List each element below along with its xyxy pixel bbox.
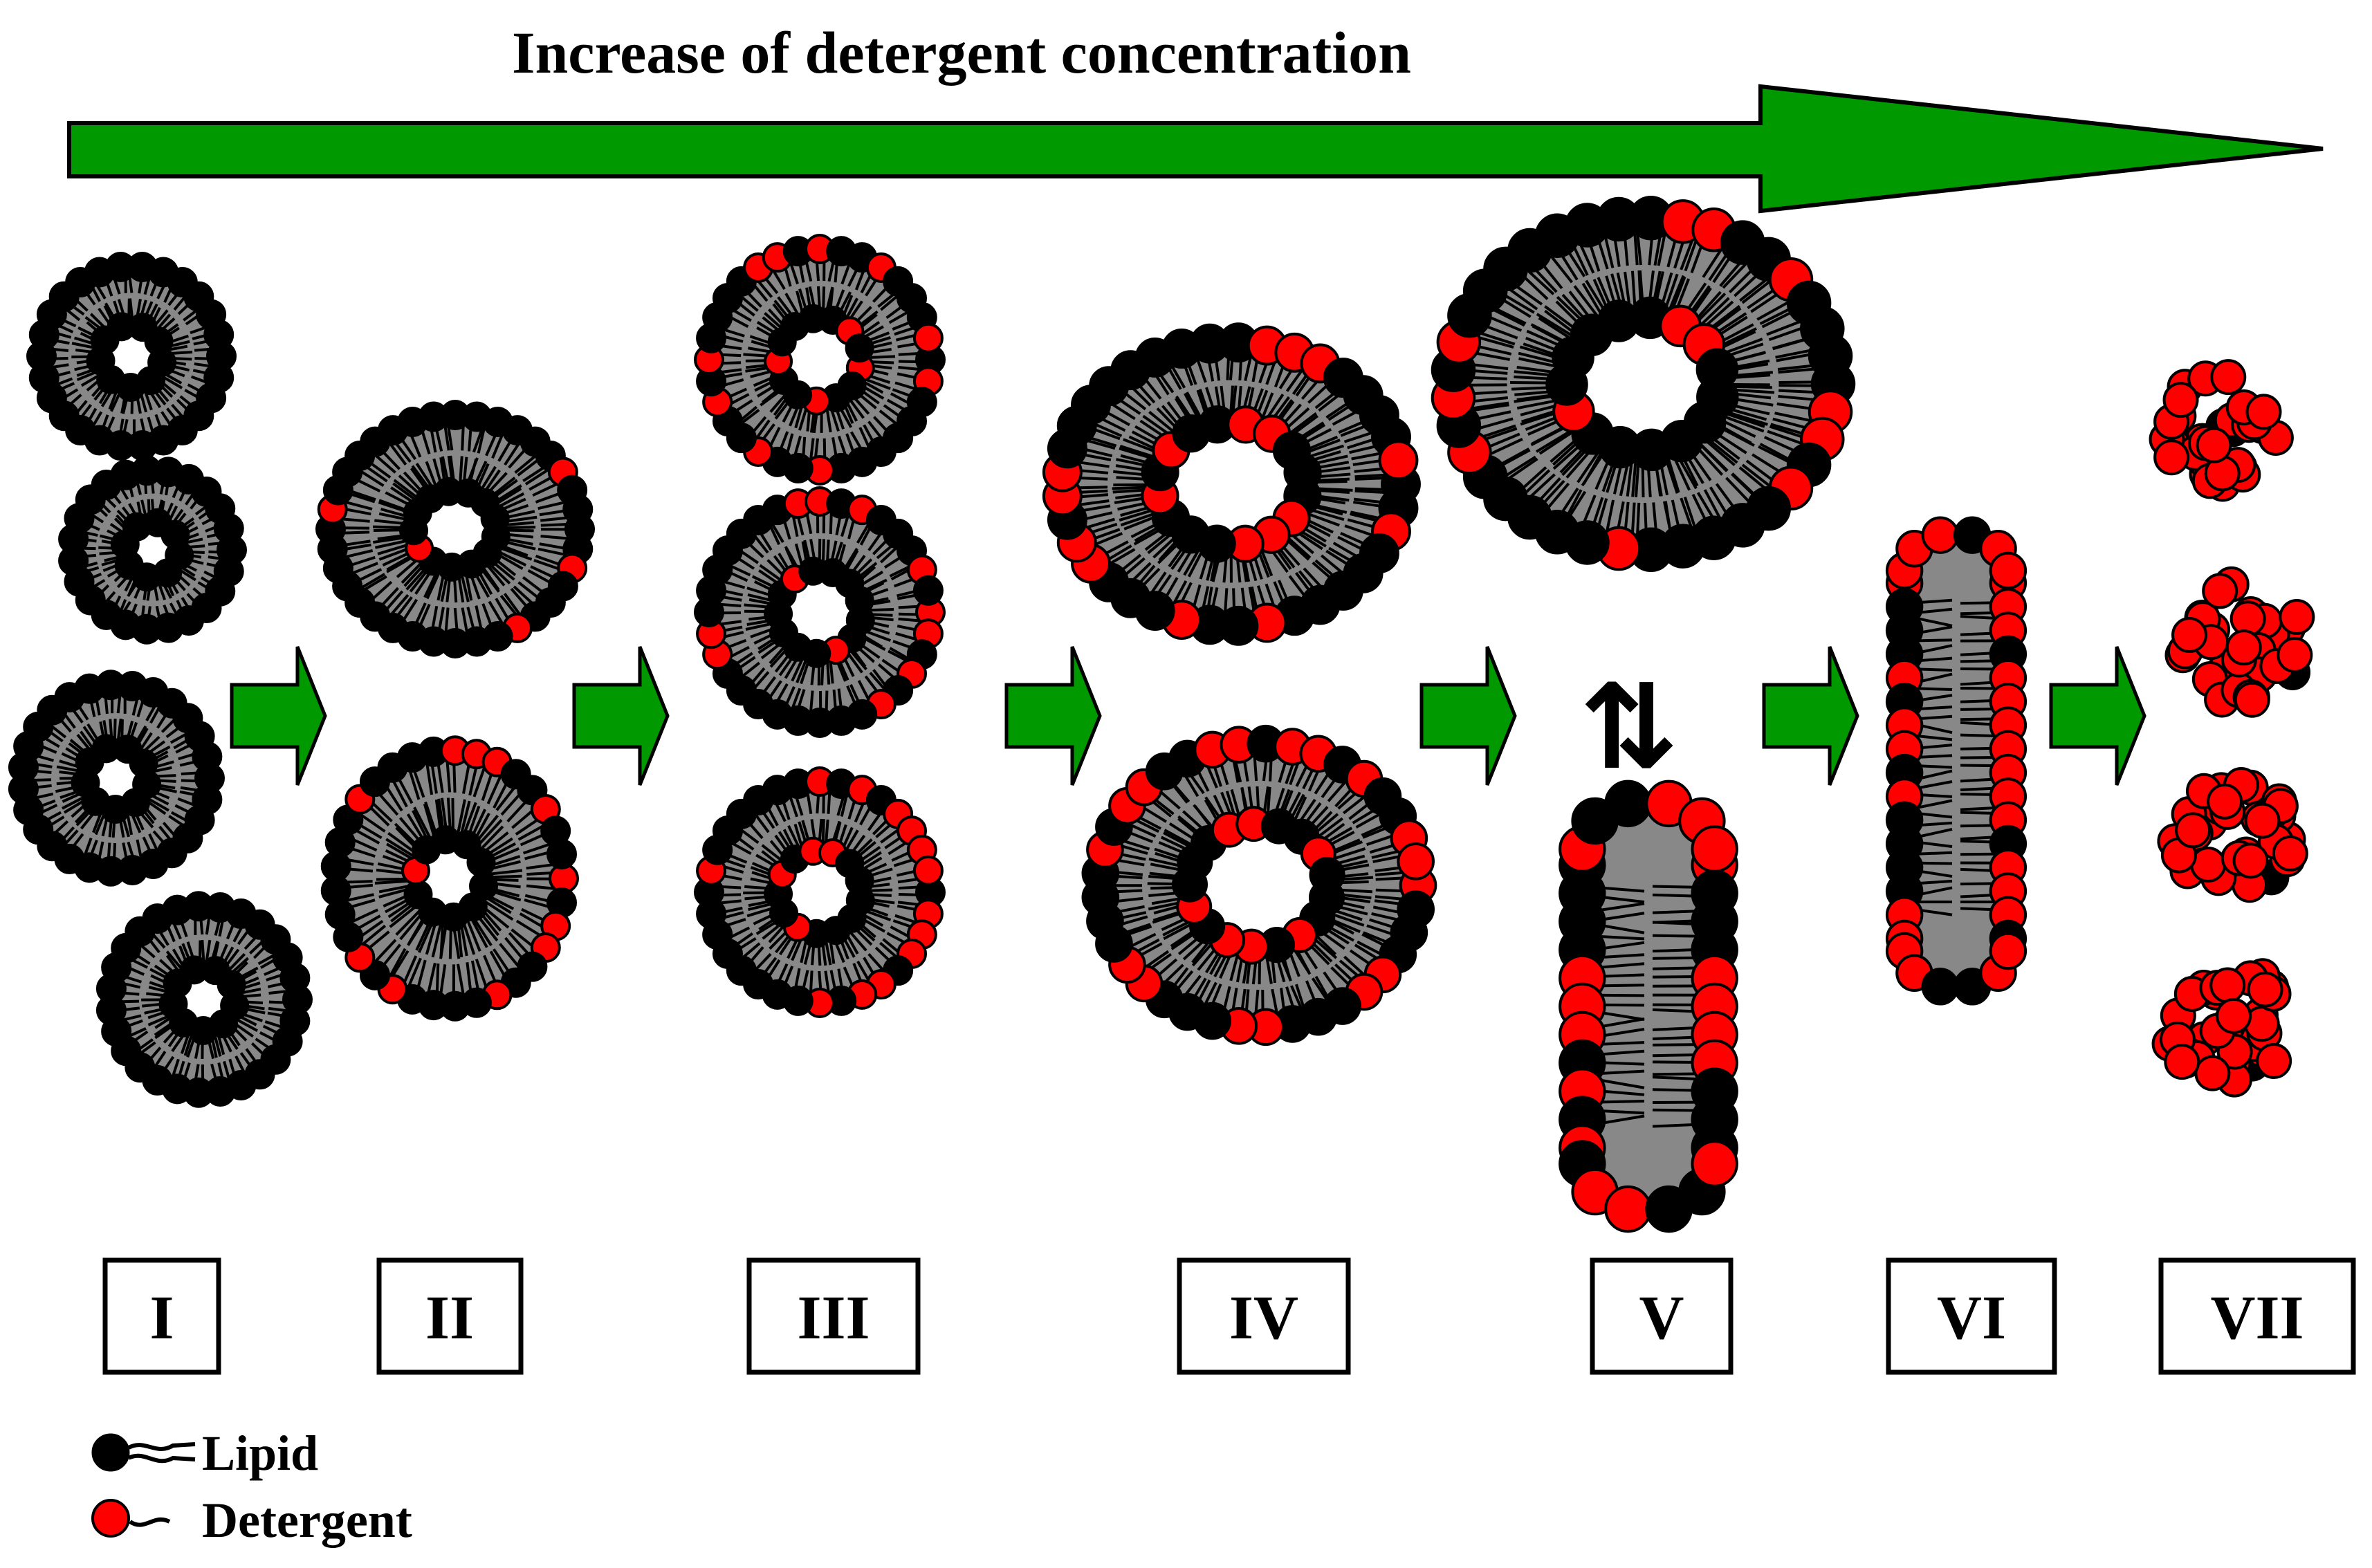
lipid-tail-icon	[127, 1442, 196, 1464]
stage-3-vesicle-3	[694, 766, 946, 1018]
step-arrow-3	[1004, 646, 1102, 786]
stage-7-micelle-4	[2151, 958, 2292, 1098]
step-arrows-layer	[230, 646, 2146, 786]
stage-label-text: IV	[1229, 1284, 1298, 1352]
stage-4-vesicle-2	[1081, 724, 1437, 1046]
stage-label-text: III	[797, 1284, 870, 1352]
stage-5-rod-micelle	[1559, 780, 1738, 1233]
stage-label-text: VI	[1937, 1284, 2006, 1352]
stage-1-vesicle-3	[8, 670, 225, 887]
equilibrium-symbol: ⇅	[1580, 659, 1678, 796]
legend-lipid-item: Lipid	[91, 1426, 318, 1481]
stage-label-6: VI	[1886, 1257, 2057, 1375]
stage-label-5: V	[1590, 1257, 1734, 1375]
detergent-head-icon	[91, 1499, 130, 1538]
detergent-tail-icon	[129, 1517, 171, 1527]
stage-labels-layer: I II III IV V VI VII	[102, 1257, 2356, 1375]
lipid-head-icon	[91, 1433, 130, 1472]
stage-3-vesicle-2	[694, 486, 946, 738]
legend-detergent-label: Detergent	[202, 1493, 412, 1548]
step-arrow-4	[1419, 646, 1517, 786]
stage-1-vesicle-2	[58, 455, 247, 645]
stage-7-micelle-1	[2149, 359, 2294, 502]
stage-7-micelle-2	[2164, 566, 2315, 718]
stage-label-text: I	[149, 1284, 174, 1352]
stage-5-vesicle	[1431, 195, 1856, 573]
legend: Lipid Detergent	[91, 1426, 412, 1548]
stage-label-4: IV	[1177, 1257, 1351, 1375]
structures-layer	[8, 195, 2315, 1233]
step-arrow-5	[1762, 646, 1859, 786]
stage-label-text: V	[1639, 1284, 1684, 1352]
step-arrow-1	[230, 646, 327, 786]
concentration-arrow	[67, 84, 2324, 214]
stage-4-vesicle-1	[1042, 322, 1421, 646]
stage-label-text: VII	[2210, 1284, 2304, 1352]
stage-3-vesicle-1	[694, 234, 946, 486]
legend-detergent-item: Detergent	[91, 1493, 412, 1548]
step-arrow-2	[572, 646, 670, 786]
stage-1-vesicle-1	[26, 251, 237, 461]
legend-lipid-label: Lipid	[202, 1426, 318, 1481]
stage-label-3: III	[746, 1257, 921, 1375]
stage-7-micelle-3	[2157, 767, 2308, 903]
stage-label-7: VII	[2158, 1257, 2356, 1375]
stage-6-rod-micelle	[1885, 516, 2028, 1006]
stage-label-2: II	[376, 1257, 524, 1375]
stage-2-vesicle-1	[315, 400, 595, 658]
stage-label-text: II	[425, 1284, 474, 1352]
diagram-title: Increase of detergent concentration	[512, 19, 1411, 86]
stage-2-vesicle-2	[320, 735, 579, 1022]
step-arrow-6	[2049, 646, 2146, 786]
stage-label-1: I	[102, 1257, 221, 1375]
stage-1-vesicle-4	[95, 891, 313, 1108]
